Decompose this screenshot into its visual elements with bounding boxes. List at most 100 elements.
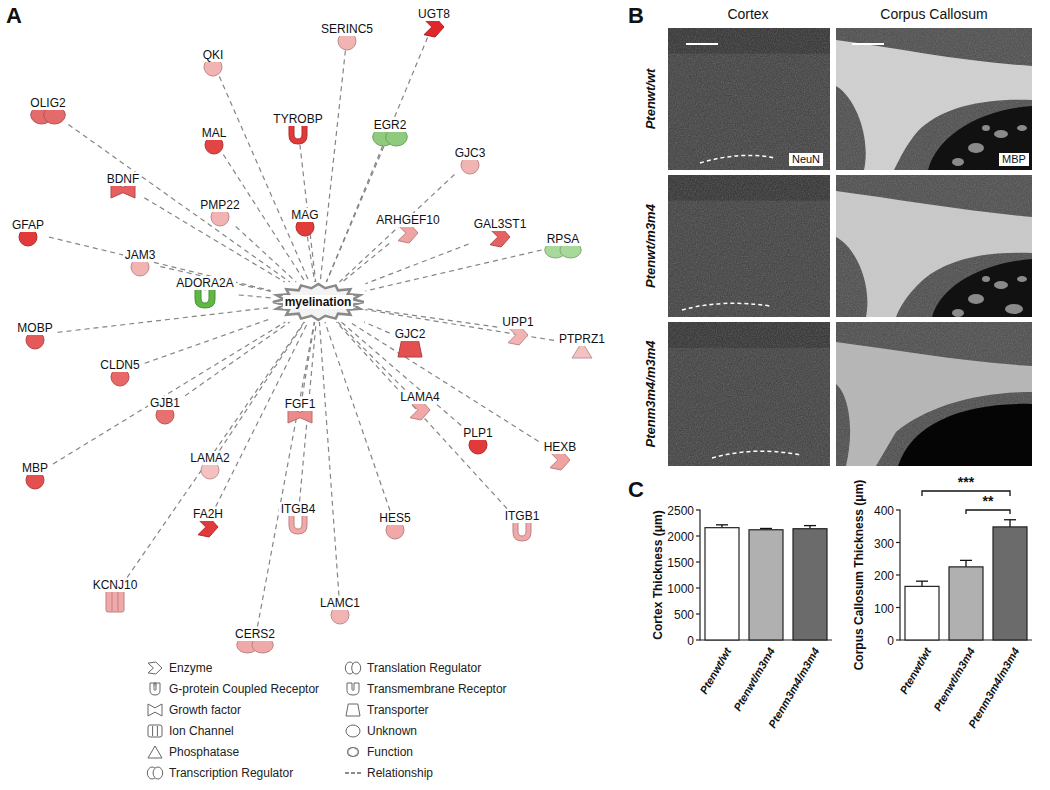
shape-outline bbox=[148, 662, 162, 674]
fiber-bundle bbox=[982, 276, 990, 282]
gene-node: EGR2 bbox=[369, 118, 412, 147]
fiber-bundle bbox=[994, 281, 1008, 289]
gene-node: MBP bbox=[17, 461, 53, 490]
gene-node: FA2H bbox=[188, 507, 228, 538]
micrograph bbox=[668, 28, 830, 170]
gene-label: ARHGEF10 bbox=[374, 213, 441, 227]
axis-tick bbox=[896, 509, 900, 510]
fiber-bundle bbox=[982, 125, 990, 131]
gene-node: CERS2 bbox=[230, 627, 280, 654]
tick-label: 500 bbox=[674, 609, 694, 623]
significance-mark: *** bbox=[958, 474, 974, 490]
relationship-line bbox=[53, 322, 285, 464]
gene-node: ADORA2A bbox=[171, 276, 238, 309]
legend-item: Phosphatase bbox=[146, 744, 239, 760]
gene-node: QKI bbox=[198, 48, 229, 77]
gene-node: GJC3 bbox=[450, 146, 491, 175]
relationship-line bbox=[339, 175, 454, 283]
label-holder: Ptenwt/wt bbox=[694, 644, 735, 697]
relationship-line bbox=[145, 319, 271, 364]
relationship-line bbox=[365, 309, 497, 327]
gene-label: CERS2 bbox=[233, 627, 277, 641]
relationship-line bbox=[144, 198, 284, 282]
label-holder: 500 bbox=[674, 605, 694, 623]
relationship-line bbox=[365, 250, 541, 291]
gene-label: PMP22 bbox=[198, 198, 241, 212]
shape-outline bbox=[346, 725, 360, 737]
gene-label: MAL bbox=[200, 126, 229, 140]
tick-label: 200 bbox=[874, 570, 894, 584]
fiber-bundle bbox=[952, 309, 964, 317]
tick-label: 300 bbox=[874, 538, 894, 552]
fiber-bundle bbox=[968, 143, 984, 153]
gene-label: CLDN5 bbox=[98, 358, 141, 372]
label-holder: Ptenwt/m3m4 bbox=[728, 644, 779, 714]
gene-label: SERINC5 bbox=[319, 22, 375, 36]
tick-label: 1500 bbox=[667, 557, 694, 571]
error-bar bbox=[965, 560, 966, 567]
genotype-label: Ptenm3m4/m3m4 bbox=[644, 341, 659, 448]
gene-node: BDNF bbox=[102, 172, 145, 199]
ventricle-region bbox=[928, 106, 1032, 170]
shape-outline bbox=[273, 284, 364, 320]
label-holder: C bbox=[628, 477, 644, 502]
micrograph-grain bbox=[836, 175, 1032, 317]
legend-text: Unknown bbox=[367, 724, 417, 738]
gene-label: GJC2 bbox=[393, 327, 428, 341]
shape-outline bbox=[148, 725, 162, 737]
gene-node: GJB1 bbox=[145, 396, 185, 425]
relationship-line bbox=[68, 125, 289, 283]
relationship-line bbox=[319, 322, 339, 596]
relationship-line bbox=[336, 322, 507, 509]
gene-node: MAL bbox=[197, 126, 232, 155]
axis-tick bbox=[696, 561, 700, 562]
label-holder: Ptenwt/m3m4 bbox=[928, 644, 979, 714]
label-holder: Corpus Callosum bbox=[880, 5, 987, 23]
gene-node: TYROBP bbox=[268, 112, 327, 145]
significance-mark: ** bbox=[983, 493, 994, 509]
gene-label: BDNF bbox=[105, 172, 142, 186]
axis-title: Cortex Thickness (μm) bbox=[652, 510, 666, 639]
shape-outline bbox=[347, 747, 359, 757]
tick-label: 2000 bbox=[667, 531, 694, 545]
gene-label: FGF1 bbox=[283, 397, 318, 411]
shape-outline bbox=[352, 662, 361, 674]
fiber-bundle bbox=[968, 294, 984, 304]
gene-label: GAL3ST1 bbox=[472, 217, 529, 231]
panel-letter: A bbox=[6, 3, 22, 28]
legend-symbol bbox=[347, 747, 359, 757]
axis-tick bbox=[696, 535, 700, 536]
gene-label: ADORA2A bbox=[174, 276, 235, 290]
label-holder: 300 bbox=[874, 534, 894, 552]
boundary-dash bbox=[682, 303, 770, 310]
gene-node: LAMA4 bbox=[395, 390, 444, 421]
legend-item: Translation Regulator bbox=[344, 660, 481, 676]
gene-node: PLP1 bbox=[458, 426, 497, 455]
error-bar bbox=[1009, 520, 1010, 527]
gene-label: LAMC1 bbox=[318, 596, 362, 610]
gene-label: MAG bbox=[289, 208, 320, 222]
label-holder: Corpus Callosum Thickness (μm) bbox=[849, 480, 867, 671]
legend-icon bbox=[344, 681, 362, 697]
fiber-band bbox=[836, 40, 1032, 170]
gene-label: EGR2 bbox=[372, 118, 409, 132]
legend-text: G-protein Coupled Receptor bbox=[169, 682, 319, 696]
relationship-line bbox=[325, 322, 390, 511]
legend-icon bbox=[146, 681, 164, 697]
legend-text: Translation Regulator bbox=[367, 661, 481, 675]
legend-icon bbox=[344, 744, 362, 760]
scale-bar bbox=[686, 43, 718, 45]
tick-label: 2500 bbox=[667, 505, 694, 519]
gene-label: GFAP bbox=[10, 218, 46, 232]
tick-label: 0 bbox=[887, 635, 894, 649]
relationship-line bbox=[302, 322, 314, 397]
shape-outline bbox=[148, 746, 162, 758]
gene-label: GJB1 bbox=[148, 396, 182, 410]
gene-node: KCNJ10 bbox=[88, 578, 143, 613]
relationship-line bbox=[350, 322, 539, 442]
axis-tick bbox=[896, 607, 900, 608]
gene-node: UPP1 bbox=[497, 315, 538, 346]
legend-item: Transmembrane Receptor bbox=[344, 681, 507, 697]
legend-item: G-protein Coupled Receptor bbox=[146, 681, 319, 697]
shape-detail bbox=[152, 726, 153, 736]
